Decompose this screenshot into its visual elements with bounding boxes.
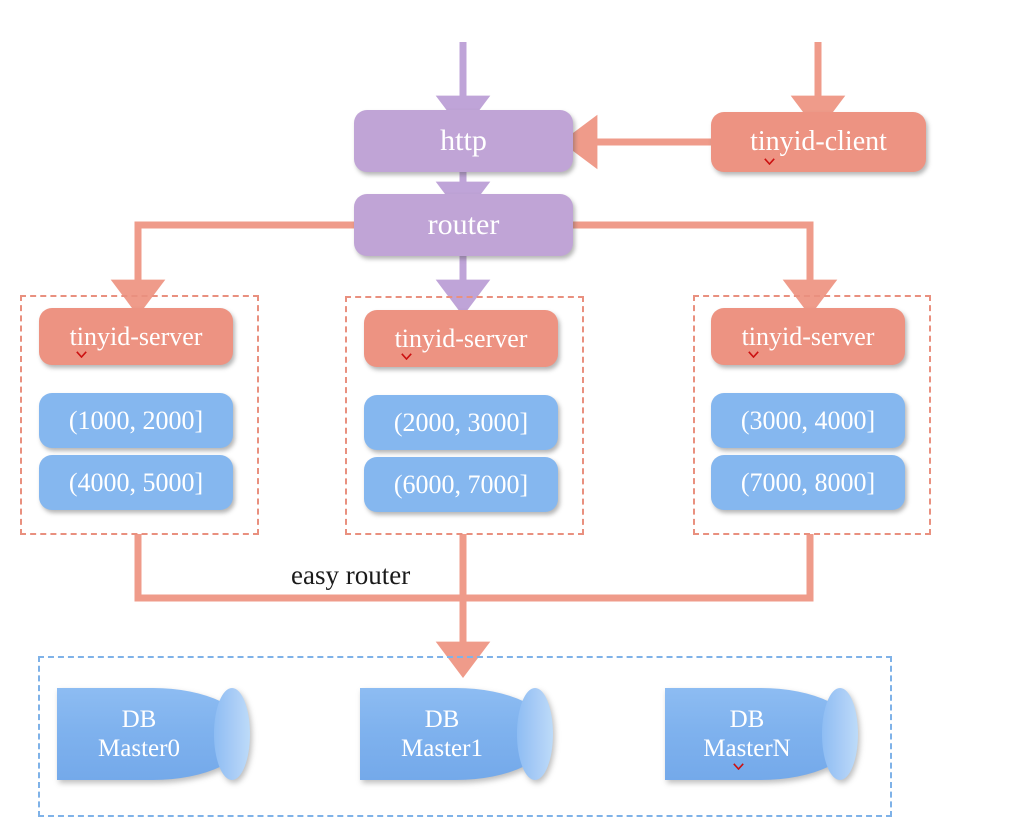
node-http[interactable]: http <box>354 110 573 172</box>
server-group-3-server[interactable]: tinyid-server <box>711 308 905 365</box>
node-tinyid-client-label: tinyid-client <box>750 127 887 165</box>
db-master-0-cap <box>214 688 250 780</box>
spellcheck-squiggle-icon <box>747 351 759 359</box>
spellcheck-squiggle-icon <box>733 762 745 770</box>
server-group-2-container <box>345 296 584 535</box>
node-router-label: router <box>427 208 500 242</box>
server-group-1-server-label: tinyid-server <box>70 323 202 359</box>
server-group-3-segment-2[interactable]: (7000, 8000] <box>711 455 905 510</box>
db-layer-container <box>38 656 892 817</box>
wire-router-to-group1 <box>110 221 355 316</box>
db-master-n[interactable]: DB MasterN <box>665 688 858 780</box>
db-master-1[interactable]: DB Master1 <box>360 688 553 780</box>
server-group-1-server[interactable]: tinyid-server <box>39 308 233 365</box>
db-master-1-line1: DB <box>424 705 460 733</box>
server-group-2-segment-1[interactable]: (2000, 3000] <box>364 395 558 450</box>
server-group-2-segment-2-label: (6000, 7000] <box>393 469 529 499</box>
db-master-0-text: DB Master0 <box>57 688 249 780</box>
server-group-1-segment-1[interactable]: (1000, 2000] <box>39 393 233 448</box>
db-master-n-line2: MasterN <box>703 734 791 770</box>
node-http-label: http <box>440 124 487 158</box>
server-group-1-segment-1-label: (1000, 2000] <box>68 405 204 435</box>
spellcheck-squiggle-icon <box>400 353 412 361</box>
db-master-1-text: DB Master1 <box>360 688 552 780</box>
server-group-3-segment-1-label: (3000, 4000] <box>740 405 876 435</box>
node-tinyid-client[interactable]: tinyid-client <box>711 112 926 172</box>
db-master-0[interactable]: DB Master0 <box>57 688 250 780</box>
server-group-1-container <box>20 295 259 535</box>
server-group-2-segment-1-label: (2000, 3000] <box>393 407 529 437</box>
spellcheck-squiggle-icon <box>764 157 775 165</box>
server-group-1-segment-2-label: (4000, 5000] <box>68 467 204 497</box>
server-group-1-segment-2[interactable]: (4000, 5000] <box>39 455 233 510</box>
server-group-3-container <box>693 295 931 535</box>
server-group-3-segment-2-label: (7000, 8000] <box>740 467 876 497</box>
db-master-n-cap <box>822 688 858 780</box>
db-master-0-line2: Master0 <box>98 735 180 762</box>
db-master-n-line1: DB <box>729 705 765 733</box>
easy-router-caption: easy router <box>285 560 417 591</box>
server-group-2-server-label: tinyid-server <box>395 325 527 361</box>
db-master-1-cap <box>517 688 553 780</box>
wire-router-to-group3 <box>573 221 838 316</box>
spellcheck-squiggle-icon <box>75 351 87 359</box>
node-router[interactable]: router <box>354 194 573 256</box>
server-group-2-segment-2[interactable]: (6000, 7000] <box>364 457 558 512</box>
server-group-3-segment-1[interactable]: (3000, 4000] <box>711 393 905 448</box>
server-group-3-server-label: tinyid-server <box>742 323 874 359</box>
server-group-2-server[interactable]: tinyid-server <box>364 310 558 367</box>
db-master-n-text: DB MasterN <box>665 688 857 780</box>
db-master-0-line1: DB <box>121 705 157 733</box>
wire-group3-to-bus <box>463 534 814 602</box>
db-master-1-line2: Master1 <box>401 735 483 762</box>
